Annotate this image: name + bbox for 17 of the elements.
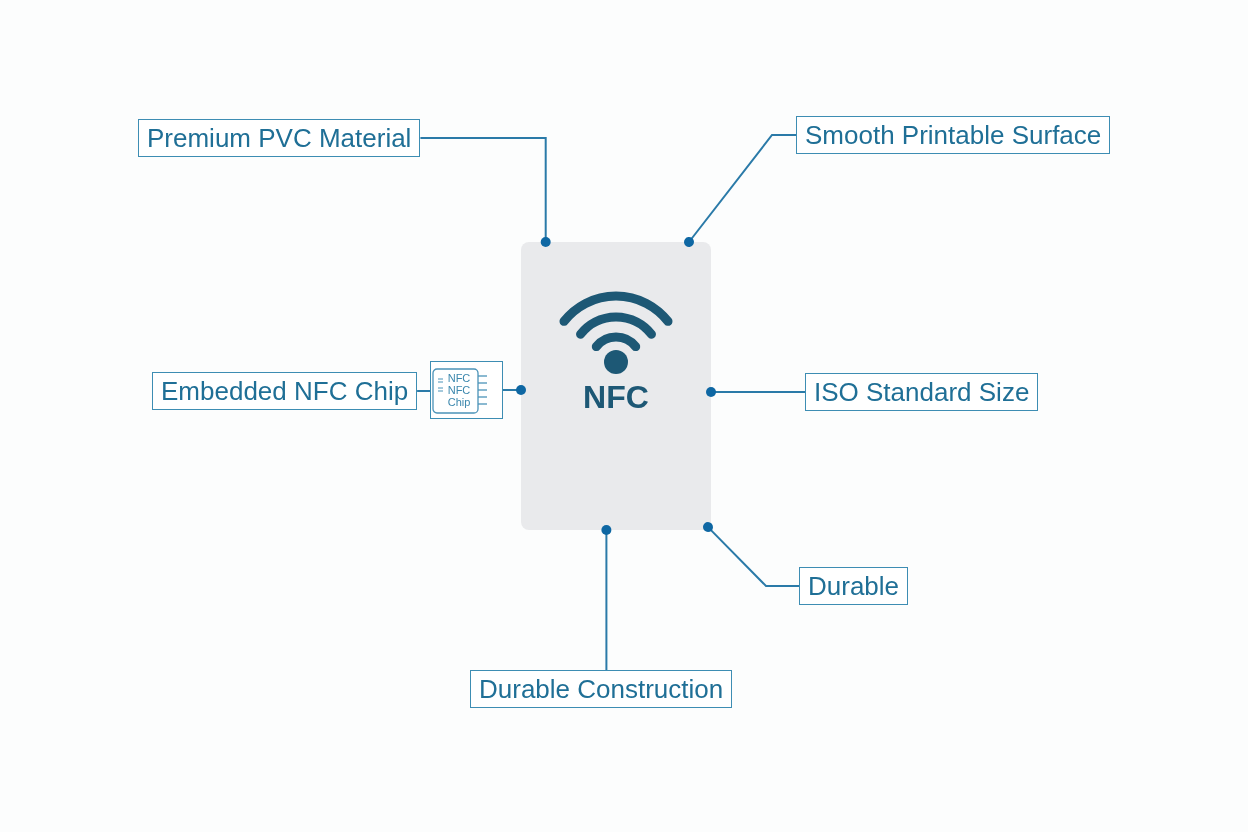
chip-frame: [430, 361, 503, 419]
leader-line: [703, 522, 800, 587]
callout-label: Durable: [799, 567, 909, 605]
callout-label: Premium PVC Material: [138, 119, 421, 157]
leader-line: [419, 137, 551, 247]
chip-label: NFC NFC Chip: [446, 372, 472, 408]
leader-line: [601, 525, 612, 671]
leader-line: [502, 385, 526, 395]
callout-label: Embedded NFC Chip: [152, 372, 418, 410]
leader-line: [684, 134, 797, 247]
callout-label: Durable Construction: [470, 670, 733, 708]
callout-label: Smooth Printable Surface: [796, 116, 1111, 154]
leader-line: [416, 390, 431, 392]
leader-line: [706, 387, 806, 397]
nfc-card: [521, 242, 711, 530]
card-label: NFC: [582, 380, 650, 414]
callout-label: ISO Standard Size: [805, 373, 1039, 411]
